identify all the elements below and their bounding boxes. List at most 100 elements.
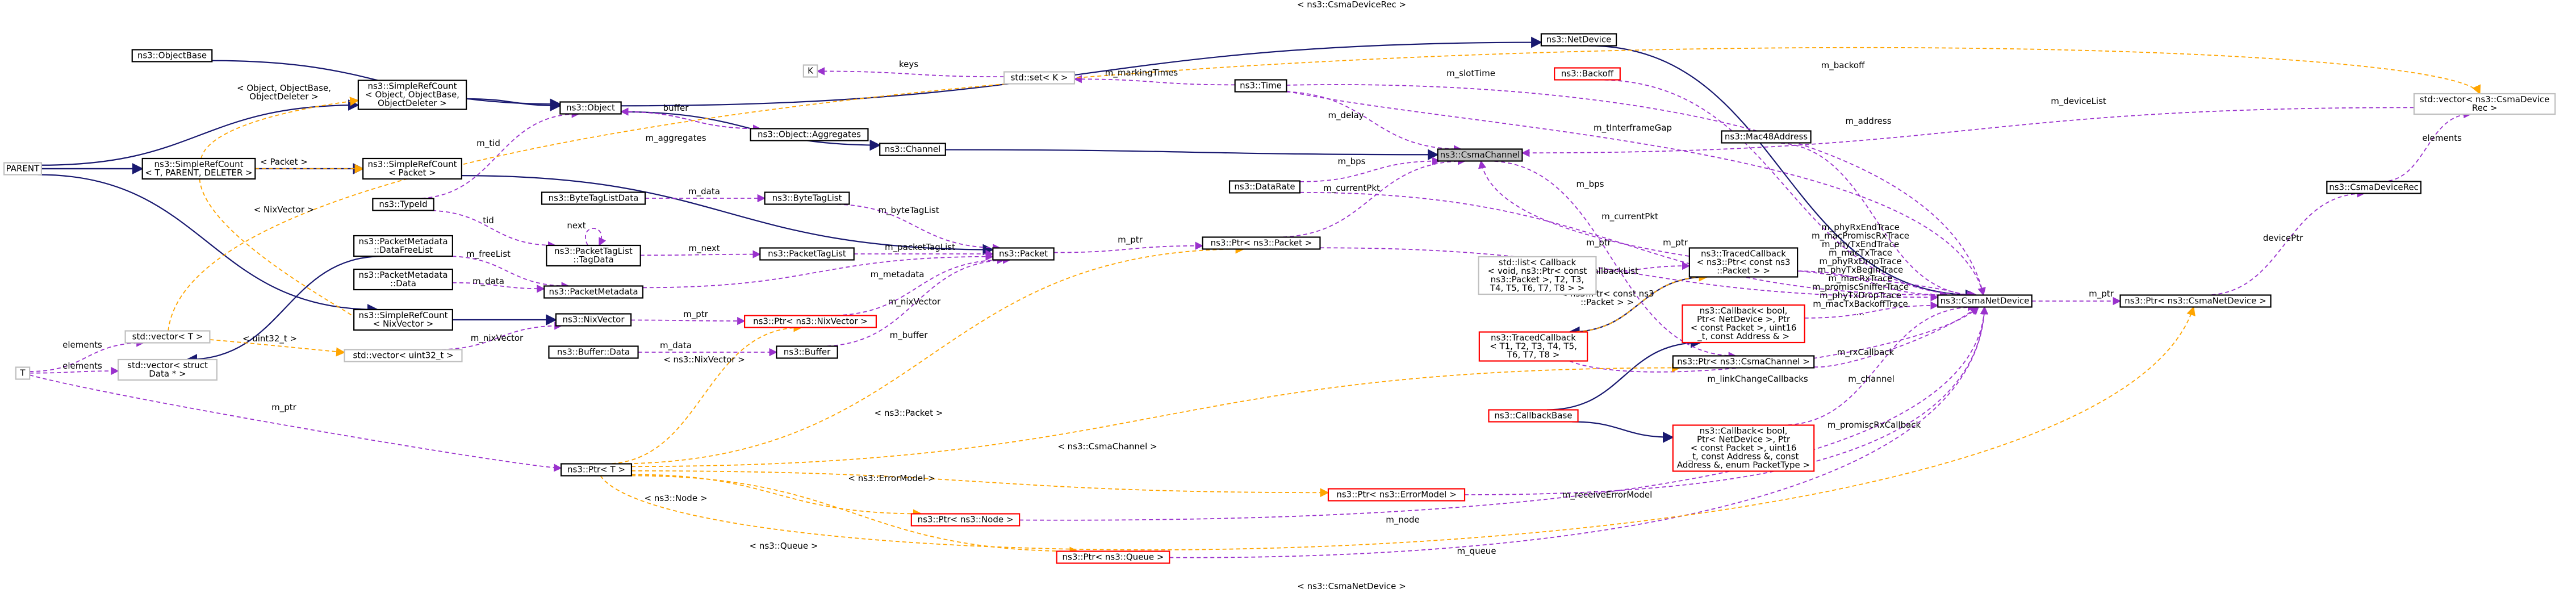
class-node-box <box>541 191 646 205</box>
class-node-ptrqueue[interactable]: ns3::Ptr< ns3::Queue > <box>1056 550 1170 564</box>
class-node-bufferdata[interactable]: ns3::Buffer::Data <box>548 345 639 359</box>
class-node-label: ns3::PacketMetadata <box>549 287 638 297</box>
class-node-aggregates[interactable]: ns3::Object::Aggregates <box>750 128 869 141</box>
class-node-label: _t, const Address &, const <box>1688 452 1799 462</box>
class-node-srcnix[interactable]: ns3::SimpleRefCount< NixVector > <box>353 308 453 331</box>
edge-label-tracedcbt-to-csmanetdevice: m_linkChangeCallbacks <box>1707 374 1808 385</box>
edge-label-ptrerrormodel-to-csmanetdevice: m_receiveErrorModel <box>1562 490 1653 500</box>
class-node-tracedcbt[interactable]: ns3::TracedCallback< T1, T2, T3, T4, T5,… <box>1478 331 1588 362</box>
edge-label-csmanetdevice-to-ptrcsmanetdevice: m_ptr <box>2089 289 2114 299</box>
class-node-label: ns3::PacketMetadata <box>358 270 448 280</box>
edge-member-tracedcbpkt-to-csmanetdevice <box>1797 270 1948 299</box>
edge-label-backoff-to-csmanetdevice: m_backoff <box>1821 60 1865 71</box>
class-node-box <box>759 247 855 261</box>
class-node-tracedcbpkt[interactable]: ns3::TracedCallback< ns3::Ptr< const ns3… <box>1688 247 1799 278</box>
class-node-object[interactable]: ns3::Object <box>559 101 622 115</box>
class-node-packettaglist[interactable]: ns3::PacketTagList <box>759 247 855 261</box>
edge-label-bufferdata-to-buffer: m_data <box>660 340 692 351</box>
class-node-box <box>131 49 213 62</box>
class-node-ptrnode[interactable]: ns3::Ptr< ns3::Node > <box>910 513 1021 527</box>
class-node-netdevice[interactable]: ns3::NetDevice <box>1540 33 1617 47</box>
class-node-box <box>1672 355 1815 369</box>
class-node-ptrcsmachannel[interactable]: ns3::Ptr< ns3::CsmaChannel > <box>1672 355 1815 369</box>
edge-label-vectort-to-vectoruint: < uint32_t > <box>242 333 297 344</box>
class-node-k[interactable]: K <box>802 64 818 78</box>
class-node-ptrnix[interactable]: ns3::Ptr< ns3::NixVector > <box>743 315 877 328</box>
class-node-backoff[interactable]: ns3::Backoff <box>1554 67 1621 81</box>
class-node-cbpromisc[interactable]: ns3::Callback< bool,Ptr< NetDevice >, Pt… <box>1672 424 1815 472</box>
class-node-box <box>118 358 218 381</box>
class-node-pmfreelist[interactable]: ns3::PacketMetadata::DataFreeList <box>353 235 453 257</box>
class-node-callbackbase[interactable]: ns3::CallbackBase <box>1488 409 1579 423</box>
class-node-box <box>2413 93 2556 115</box>
edge-label-t-to-ptrt: m_ptr <box>271 402 297 413</box>
class-node-setk[interactable]: std::set< K > <box>1003 71 1076 85</box>
class-node-label: ns3::Packet >, T2, T3, <box>1491 274 1584 285</box>
class-node-label: ns3::TypeId <box>379 199 427 210</box>
class-node-label: ns3::Ptr< ns3::Packet > <box>1211 238 1312 248</box>
class-node-label: Rec > <box>2472 103 2498 113</box>
class-node-label: < const Packet >, uint16 <box>1691 443 1797 453</box>
class-node-box <box>353 235 453 257</box>
class-node-box <box>1554 67 1621 81</box>
class-node-bytetaglist[interactable]: ns3::ByteTagList <box>764 191 850 205</box>
class-node-label: ns3::SimpleRefCount <box>368 159 457 169</box>
edge-member-datarate-to-csmachannel <box>1299 157 1441 182</box>
class-node-label: ns3::Callback< bool, <box>1700 306 1788 316</box>
class-node-t[interactable]: T <box>15 366 31 380</box>
class-node-ptrcsmanetdevice[interactable]: ns3::Ptr< ns3::CsmaNetDevice > <box>2119 294 2272 308</box>
class-node-label: std::set< K > <box>1011 73 1068 83</box>
class-node-csmadevicerec[interactable]: ns3::CsmaDeviceRec <box>2326 181 2422 194</box>
class-node-box <box>1437 148 1523 162</box>
class-node-nixvector[interactable]: ns3::NixVector <box>555 313 632 327</box>
class-node-box <box>353 308 453 331</box>
class-node-box <box>910 513 1021 527</box>
class-node-vectort[interactable]: std::vector< T > <box>124 330 211 344</box>
class-node-box <box>1202 236 1321 250</box>
class-node-btldata[interactable]: ns3::ByteTagListData <box>541 191 646 205</box>
edge-label-vectort-to-vectorcsmarec: < ns3::CsmaDeviceRec > <box>1297 0 1406 10</box>
class-node-datarate[interactable]: ns3::DataRate <box>1228 180 1301 194</box>
class-node-pmdata[interactable]: ns3::PacketMetadata::Data <box>353 268 453 291</box>
class-node-cbbool[interactable]: ns3::Callback< bool,Ptr< NetDevice >, Pt… <box>1682 304 1805 344</box>
class-node-csmanetdevice[interactable]: ns3::CsmaNetDevice <box>1937 294 2033 308</box>
class-node-label: ::Packet > > <box>1717 266 1770 276</box>
class-node-packet[interactable]: ns3::Packet <box>992 247 1055 261</box>
class-node-mac48[interactable]: ns3::Mac48Address <box>1721 130 1812 144</box>
class-node-box <box>1672 424 1815 472</box>
edge-member-ptrcsmachannel-to-csmanetdevice <box>1814 306 1979 368</box>
class-node-time[interactable]: ns3::Time <box>1234 79 1287 93</box>
class-node-stdlist[interactable]: std::list< Callback< void, ns3::Ptr< con… <box>1478 256 1597 295</box>
class-node-srcpacket[interactable]: ns3::SimpleRefCount< Packet > <box>362 157 462 180</box>
class-node-box <box>1478 256 1597 295</box>
class-node-label: ns3::CsmaNetDevice <box>1941 296 2030 306</box>
edges-layer <box>29 36 2481 558</box>
class-node-label: ns3::SimpleRefCount <box>359 310 448 320</box>
class-node-box <box>750 128 869 141</box>
edge-member-vectorcsmarec-to-csmachannel <box>1521 107 2414 157</box>
class-node-tagdata[interactable]: ns3::PacketTagList::TagData <box>546 244 641 267</box>
class-node-channel[interactable]: ns3::Channel <box>879 143 946 156</box>
class-node-vectorcsmarec[interactable]: std::vector< ns3::CsmaDeviceRec > <box>2413 93 2556 115</box>
class-node-buffer[interactable]: ns3::Buffer <box>776 345 838 359</box>
class-node-typeid[interactable]: ns3::TypeId <box>372 198 434 211</box>
edge-label-ptrnode-to-csmanetdevice: m_node <box>1386 515 1420 525</box>
class-node-box <box>764 191 850 205</box>
class-node-ptrerrormodel[interactable]: ns3::Ptr< ns3::ErrorModel > <box>1327 488 1466 502</box>
edge-inherit-channel-to-csmachannel <box>945 149 1439 161</box>
class-node-ptrpacket[interactable]: ns3::Ptr< ns3::Packet > <box>1202 236 1321 250</box>
class-node-ptrt[interactable]: ns3::Ptr< T > <box>560 463 633 477</box>
edge-member-time-to-setk <box>1073 75 1235 86</box>
class-node-srcobject[interactable]: ns3::SimpleRefCount< Object, ObjectBase,… <box>357 80 467 110</box>
class-node-vectoruint[interactable]: std::vector< uint32_t > <box>344 349 463 362</box>
class-node-csmachannel[interactable]: ns3::CsmaChannel <box>1437 148 1523 162</box>
edge-member-typeid-to-tagdata <box>425 210 557 250</box>
class-node-srct[interactable]: ns3::SimpleRefCount< T, PARENT, DELETER … <box>141 157 256 180</box>
class-node-parent[interactable]: PARENT <box>3 162 43 176</box>
class-node-objectbase[interactable]: ns3::ObjectBase <box>131 49 213 62</box>
class-node-label: < void, ns3::Ptr< const <box>1488 266 1587 276</box>
class-node-pmetadata[interactable]: ns3::PacketMetadata <box>543 285 643 299</box>
edge-member-packet-to-ptrpacket <box>1053 241 1203 253</box>
class-node-label: ns3::ByteTagListData <box>549 193 639 203</box>
